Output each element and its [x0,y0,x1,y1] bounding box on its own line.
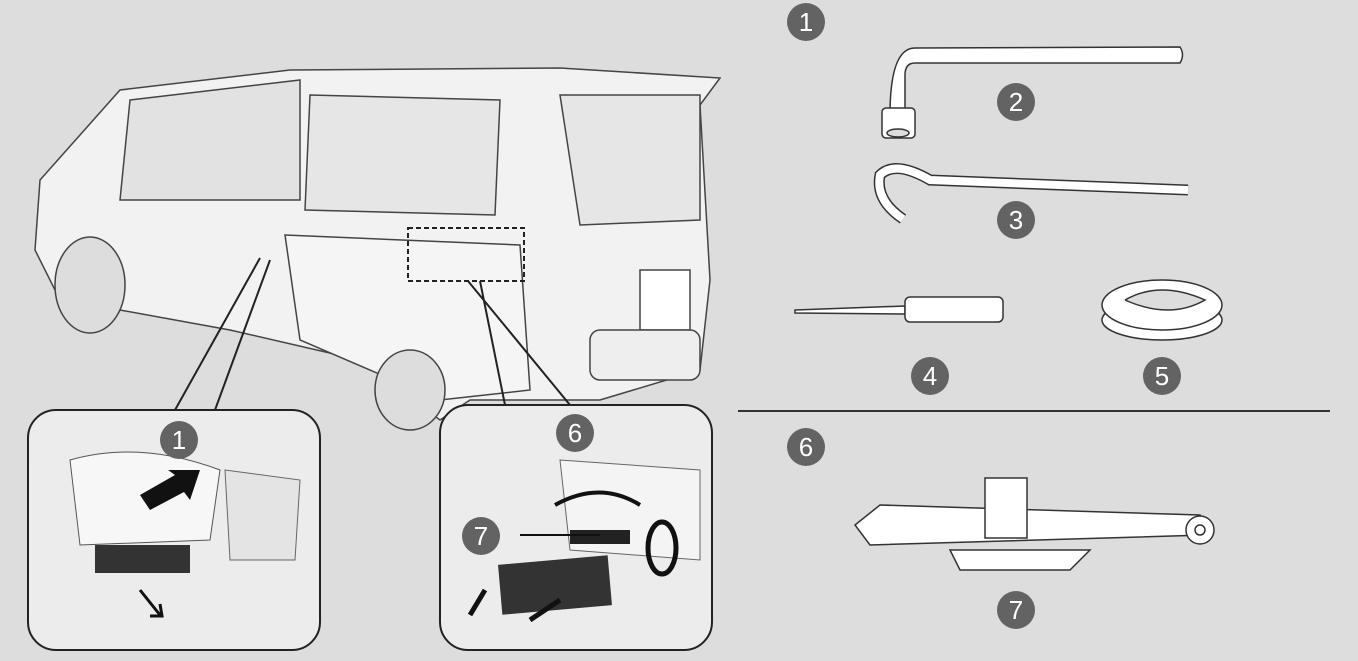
inset-left [27,409,321,651]
highlight-box [407,227,525,282]
screwdriver [794,296,1004,323]
inset-callout-1: 1 [160,421,198,459]
callout-3: 3 [997,201,1035,239]
tool-bag [1101,279,1223,341]
callout-7: 7 [997,591,1035,629]
callout-4: 4 [911,357,949,395]
inset-callout-6: 6 [556,414,594,452]
callout-2: 2 [997,83,1035,121]
callout-1: 1 [787,3,825,41]
inset-right [439,404,713,651]
callout-5: 5 [1143,357,1181,395]
scissor-jack [853,477,1215,571]
van-illustration [34,67,722,431]
wheel-nut-wrench [881,46,1184,139]
section-divider [738,410,1330,412]
callout-6: 6 [787,428,825,466]
inset-callout-7: 7 [462,517,500,555]
